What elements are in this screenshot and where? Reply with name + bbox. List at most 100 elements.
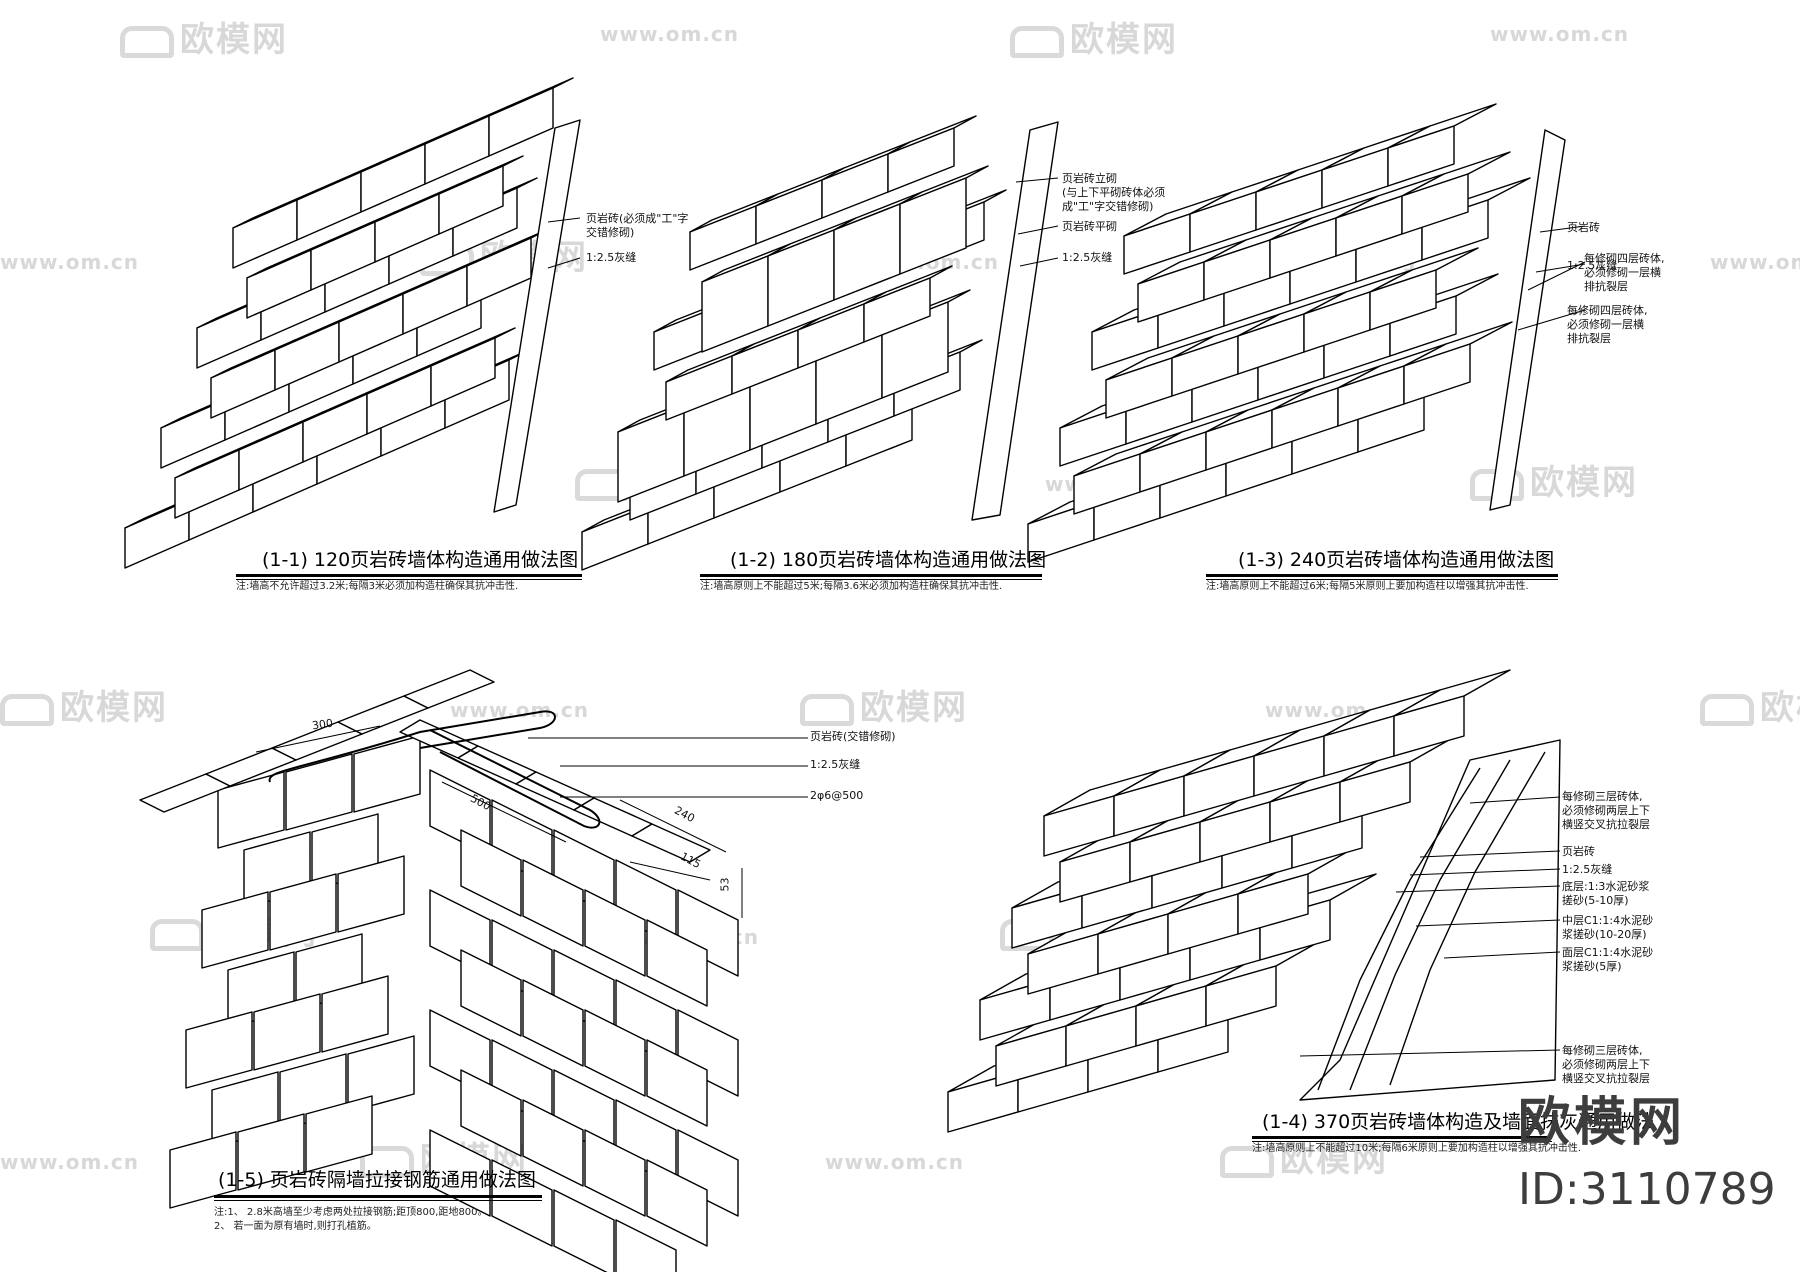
- watermark-url: www.om.cn: [1490, 22, 1630, 46]
- p15-right-brick: [460, 949, 522, 1037]
- p11-brick-face: [438, 165, 504, 235]
- watermark-logo: 欧模网: [1220, 1132, 1388, 1181]
- p15-left-brick: [347, 1035, 415, 1113]
- p13-title: (1-3) 240页岩砖墙体构造通用做法图: [1238, 549, 1555, 571]
- p15-right-brick: [460, 1069, 522, 1157]
- p14-label-base-coat: 底层:1:3水泥砂浆 搓砂(5-10厚): [1562, 880, 1650, 907]
- p15-right-brick: [522, 1099, 584, 1187]
- p15-right-brick: [522, 979, 584, 1067]
- watermark-sofa-icon: [1700, 693, 1754, 726]
- p13-title-underline-thin: [1206, 579, 1558, 580]
- p12-brick-face: [833, 203, 901, 301]
- p11-brick-face: [430, 337, 496, 407]
- p14-brick-face: [1205, 965, 1277, 1027]
- p14-leader: [1409, 868, 1561, 876]
- p14-label-crack-layer-top: 每修砌三层砖体, 必须修砌两层上下 横竖交叉抗拉裂层: [1562, 790, 1650, 831]
- p15-right-brick: [646, 1039, 708, 1127]
- p15-right-brick: [646, 919, 708, 1007]
- p15-left-brick: [185, 1011, 253, 1089]
- watermark-url: www.om.cn: [1710, 250, 1800, 274]
- p15-left-brick: [201, 891, 269, 969]
- p15-left-brick: [237, 1113, 305, 1191]
- p15-top-brick: [403, 669, 495, 709]
- p15-label-rebar: 2φ6@500: [810, 789, 864, 802]
- p15-left-brick: [217, 771, 285, 849]
- p14-title-underline: [1252, 1136, 1552, 1139]
- brand-watermark: 欧模网: [1518, 1093, 1687, 1153]
- p13-leader: [1539, 225, 1586, 233]
- p13-label-brick: 页岩砖: [1567, 221, 1600, 234]
- watermark-sofa-icon: [1220, 1145, 1274, 1178]
- p12-title-underline: [700, 574, 1042, 577]
- p14-plaster-face: [1299, 739, 1561, 1101]
- p13-note: 注:墙高原则上不能超过6米;每隔5米原则上要加构造柱以增强其抗冲击性.: [1206, 581, 1529, 592]
- p14-leader: [1395, 885, 1561, 893]
- watermark-logo: 欧模网: [800, 680, 968, 729]
- p15-top-brick: [631, 823, 711, 863]
- p11-label-joint: 1:2.5灰缝: [586, 251, 637, 264]
- p15-left-brick: [253, 993, 321, 1071]
- p14-plaster-face-line: [1389, 751, 1546, 1086]
- p12-leader: [1015, 177, 1059, 183]
- p15-right-brick: [584, 889, 646, 977]
- p13-brick-face: [1369, 269, 1437, 331]
- p14-label-brick: 页岩砖: [1562, 845, 1595, 858]
- p14-plaster-middle: [1349, 759, 1511, 1091]
- p12-note: 注:墙高原则上不能超过5米;每隔3.6米必须加构造柱确保其抗冲击性.: [700, 581, 1003, 592]
- p15-label-joint: 1:2.5灰缝: [810, 758, 861, 771]
- p15-note: 注:1、 2.8米高墙至少考虑两处拉接钢筋;距顶800,距地800。 2、 若一…: [214, 1207, 488, 1232]
- p14-leader: [1419, 850, 1561, 858]
- p11-brick-face: [488, 87, 554, 157]
- p14-leader: [1415, 919, 1561, 927]
- p13-brick-face: [1387, 125, 1455, 187]
- watermark-logo: 欧模网: [0, 680, 168, 729]
- p13-brick-face: [1403, 343, 1471, 405]
- p14-label-joint: 1:2.5灰缝: [1562, 863, 1613, 876]
- p13-leader: [1535, 263, 1586, 273]
- p12-brick-face: [767, 229, 835, 327]
- p12-label-flat-brick: 页岩砖平砌: [1062, 220, 1117, 233]
- p15-right-brick: [677, 1129, 739, 1217]
- watermark-sofa-icon: [800, 693, 854, 726]
- p15-right-brick: [429, 1129, 491, 1217]
- p15-left-brick: [321, 975, 389, 1053]
- p15-dim-53: 53: [718, 877, 732, 892]
- p13-wall-end: [1489, 129, 1566, 511]
- p14-label-middle-coat: 中层C1:1:4水泥砂 浆搓砂(10-20厚): [1562, 914, 1654, 941]
- p15-rebar: [429, 729, 601, 829]
- p11-note: 注:墙高不允许超过3.2米;每隔3米必须加构造柱确保其抗冲击性.: [236, 581, 519, 592]
- p12-label-vertical-brick: 页岩砖立砌 (与上下平砌砖体必须 成"工"字交错修砌): [1062, 172, 1166, 213]
- p14-brick-face: [1339, 761, 1411, 823]
- p12-label-joint: 1:2.5灰缝: [1062, 251, 1113, 264]
- p13-title-underline: [1206, 574, 1558, 577]
- watermark-logo: 欧模网: [1700, 680, 1800, 729]
- p14-leader: [1469, 796, 1561, 804]
- p15-right-brick: [522, 859, 584, 947]
- p15-title-underline-thin: [214, 1200, 542, 1201]
- p15-left-brick: [169, 1131, 237, 1209]
- watermark-url: www.om.cn: [600, 22, 740, 46]
- p15-right-brick: [584, 1009, 646, 1097]
- p12-leader: [1019, 257, 1059, 267]
- p15-right-brick: [460, 829, 522, 917]
- watermark-logo: 欧模网: [120, 12, 288, 61]
- p11-brick-face: [296, 171, 362, 241]
- p13-label-crack-layer-1: 每修砌四层砖体, 必须修砌一层横 排抗裂层: [1584, 252, 1665, 293]
- p12-wall-end: [971, 121, 1059, 521]
- p11-title: (1-1) 120页岩砖墙体构造通用做法图: [262, 549, 579, 571]
- p15-dim-line: [629, 861, 711, 881]
- p11-label-brick: 页岩砖(必须成"工"字 交错修砌): [586, 212, 689, 239]
- watermark-sofa-icon: [0, 693, 54, 726]
- p14-title-underline-thin: [1252, 1141, 1552, 1142]
- p15-left-brick: [305, 1095, 373, 1173]
- p14-brick-face: [1393, 695, 1465, 757]
- watermark-url: www.om.cn: [825, 1150, 965, 1174]
- p12-brick-face: [887, 127, 955, 193]
- p13-leader: [1517, 309, 1586, 331]
- p13-leader: [1527, 261, 1586, 291]
- watermark-sofa-icon: [120, 25, 174, 58]
- watermark-sofa-icon: [1010, 25, 1064, 58]
- p15-right-brick: [615, 1219, 677, 1272]
- p15-left-brick: [285, 753, 353, 831]
